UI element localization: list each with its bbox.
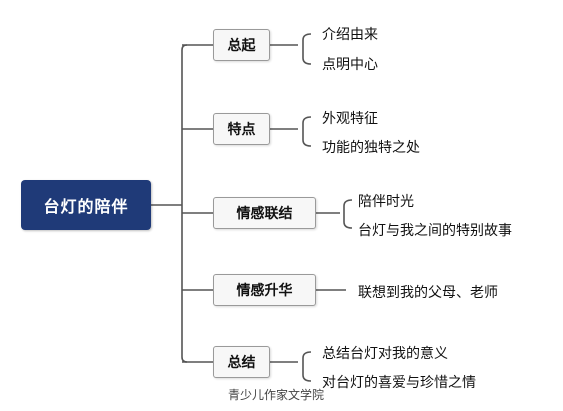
leaf-conclusion-1: 总结台灯对我的意义 xyxy=(322,346,448,362)
leaf-bracket-1 xyxy=(270,33,312,65)
leaf-features-2: 功能的独特之处 xyxy=(322,140,420,156)
leaf-bracket-3 xyxy=(316,199,353,229)
footer-watermark: 青少儿作家文学院 xyxy=(228,388,325,402)
leaf-bracket-2 xyxy=(270,116,312,147)
leaf-features-1: 外观特征 xyxy=(322,111,378,127)
leaf-intro-2: 点明中心 xyxy=(322,57,378,73)
branch-node-conclusion: 总结 xyxy=(213,346,270,378)
leaf-intro-1: 介绍由来 xyxy=(322,27,378,43)
leaf-sublimation-1: 联想到我的父母、老师 xyxy=(358,285,498,301)
branch-node-emotional-sublimation: 情感升华 xyxy=(213,274,316,306)
leaf-bracket-5 xyxy=(270,351,312,382)
leaf-bond-1: 陪伴时光 xyxy=(358,194,414,210)
leaf-conclusion-2: 对台灯的喜爱与珍惜之情 xyxy=(322,375,476,391)
trunk-line xyxy=(181,44,188,363)
branch-node-intro: 总起 xyxy=(213,29,270,61)
root-node: 台灯的陪伴 xyxy=(21,180,151,230)
leaf-bond-2: 台灯与我之间的特别故事 xyxy=(358,223,512,239)
branch-node-emotional-bond: 情感联结 xyxy=(213,197,316,229)
branch-node-features: 特点 xyxy=(213,113,270,145)
